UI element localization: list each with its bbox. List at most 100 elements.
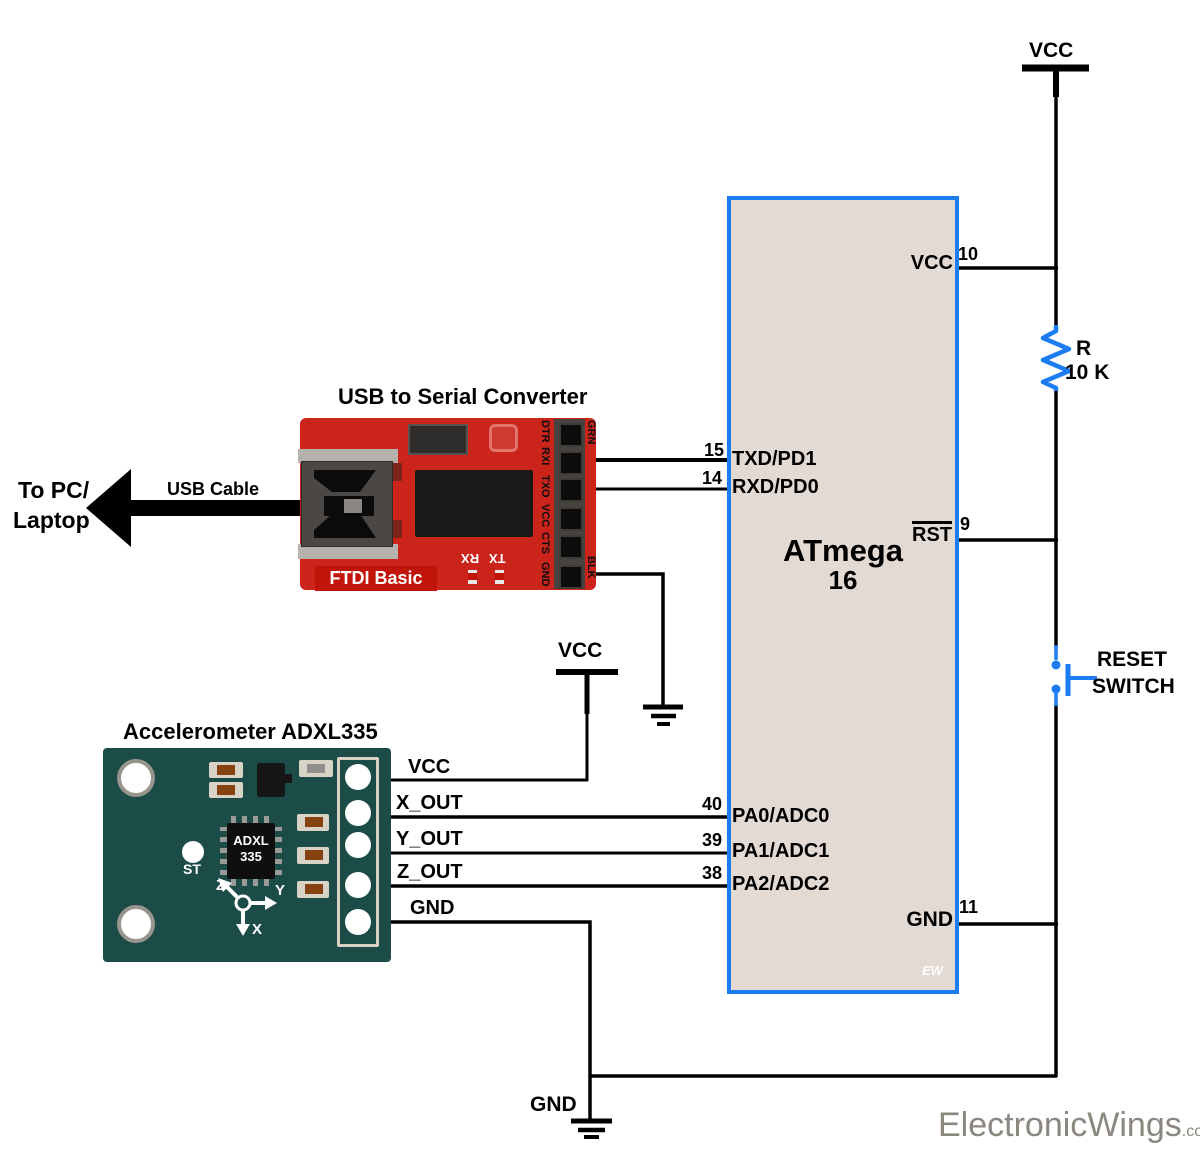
silk-tx-label: TX: [489, 551, 506, 566]
silk-rx-pad: [468, 570, 477, 584]
to-pc-line2: Laptop: [13, 507, 90, 533]
ftdi-pin-label-dtr: DTR: [539, 420, 551, 443]
atmega-pin-rst: RST: [900, 521, 952, 547]
watermark-main: ElectronicWings: [938, 1106, 1182, 1144]
gnd-bottom-label: GND: [530, 1093, 577, 1116]
ftdi-pin-rxi: [559, 451, 583, 475]
wire-acc-gnd: [391, 920, 592, 1121]
acc-pin-hole-gnd: [345, 909, 371, 935]
smd-component-gray: [299, 760, 333, 777]
ftdi-wire-label-blk: BLK: [585, 556, 597, 579]
axis-z-label: Z: [216, 877, 226, 894]
acc-pin-label-gnd: GND: [410, 897, 455, 919]
reset-switch-label-2: SWITCH: [1092, 675, 1175, 698]
accelerometer-title: Accelerometer ADXL335: [123, 719, 378, 744]
silk-tx-pad: [495, 570, 504, 584]
ftdi-pin-gnd: [559, 565, 583, 589]
pin-number-10: 10: [958, 244, 979, 264]
wire-ftdi-gnd: [584, 572, 665, 706]
mini-usb-connector: [301, 461, 393, 547]
axis-x-label: X: [252, 921, 263, 938]
pin-number-39: 39: [701, 830, 722, 850]
pin-number-40: 40: [701, 794, 722, 814]
ftdi-pin-vcc: [559, 507, 583, 531]
to-pc-line1: To PC/: [18, 477, 90, 503]
atmega-pin-pa2: PA2/ADC2: [732, 873, 830, 895]
ftdi-title: USB to Serial Converter: [338, 384, 588, 409]
smd-component: [209, 782, 243, 798]
acc-pin-hole-xout: [345, 800, 371, 826]
ftdi-chip: [415, 470, 533, 537]
acc-pin-hole-zout: [345, 872, 371, 898]
ew-watermark: EW: [922, 963, 943, 978]
atmega-name: ATmega: [782, 533, 903, 568]
pin-number-9: 9: [960, 514, 971, 534]
ground-symbol-bottom: [571, 1118, 612, 1139]
pin-number-38: 38: [701, 863, 722, 883]
rst-overline-text: RST: [912, 521, 952, 546]
chip-pins-top: [231, 816, 271, 823]
st-pad: [182, 841, 204, 863]
acc-pin-label-zout: Z_OUT: [397, 861, 463, 883]
ftdi-pad-top: [298, 449, 398, 463]
ftdi-header-strip: [554, 419, 585, 589]
ground-symbol-mid: [643, 704, 683, 726]
vcc-symbol-top: [1022, 64, 1089, 97]
smd-component: [297, 881, 329, 898]
acc-pin-hole-yout: [345, 832, 371, 858]
mounting-hole-top: [117, 759, 155, 797]
acc-pin-label-yout: Y_OUT: [396, 828, 463, 850]
ftdi-solder-tab-top: [390, 463, 402, 481]
ftdi-pin-txo: [559, 478, 583, 502]
ftdi-pin-cts: [559, 535, 583, 559]
reset-switch-symbol: [1051, 645, 1097, 706]
ftdi-component: [408, 424, 468, 455]
chip-label-line2: 335: [240, 849, 262, 865]
smd-component: [209, 762, 243, 778]
ftdi-wire-label-grn: GRN: [585, 420, 597, 445]
axis-indicator: [218, 878, 277, 936]
ftdi-pin-label-gnd: GND: [539, 562, 551, 587]
ftdi-pin-label-rxi: RXI: [539, 447, 551, 466]
acc-connector-strip: [337, 757, 379, 947]
resistor-ref-label: R: [1076, 337, 1092, 360]
atmega-pin-txd: TXD/PD1: [732, 448, 817, 470]
mounting-hole-bottom: [117, 905, 155, 943]
pin-number-11: 11: [959, 897, 979, 917]
acc-pin-hole-vcc: [345, 764, 371, 790]
chip-pins-bottom: [231, 879, 271, 886]
ftdi-pin-label-cts: CTS: [539, 532, 551, 554]
resistor-value-label: 10 K: [1065, 361, 1110, 384]
ftdi-pin-label-txo: TXO: [539, 475, 551, 498]
silk-rx-label: RX: [461, 551, 480, 566]
ftdi-basic-banner: FTDI Basic: [315, 566, 437, 591]
pin-number-15: 15: [703, 440, 724, 460]
atmega-block: [727, 196, 959, 994]
axis-y-label: Y: [275, 882, 286, 899]
chip-label-line1: ADXL: [233, 833, 269, 848]
transistor-lead: [284, 774, 292, 783]
atmega-pin-vcc: VCC: [910, 252, 953, 274]
smd-component: [297, 814, 329, 831]
ftdi-solder-tab-bottom: [390, 520, 402, 538]
chip-pins-right: [275, 827, 282, 875]
vcc-mid-label: VCC: [558, 639, 603, 662]
st-label: ST: [183, 861, 201, 877]
watermark-suffix: .com: [1181, 1123, 1200, 1140]
atmega-pin-pa1: PA1/ADC1: [732, 840, 830, 862]
adxl335-chip: ADXL 335: [227, 823, 275, 879]
pin-number-14: 14: [701, 468, 722, 488]
resistor-symbol: [1040, 325, 1072, 391]
atmega-pin-gnd: GND: [906, 908, 953, 931]
smd-component: [297, 847, 329, 864]
reset-switch-label-1: RESET: [1097, 648, 1168, 671]
acc-pin-label-xout: X_OUT: [396, 792, 463, 814]
ftdi-pin-label-vcc: VCC: [539, 504, 551, 528]
vcc-top-label: VCC: [1029, 39, 1074, 62]
chip-pins-left: [220, 827, 227, 875]
vcc-symbol-mid: [556, 669, 618, 781]
acc-pin-label-vcc: VCC: [408, 756, 451, 778]
atmega-pin-rxd: RXD/PD0: [732, 476, 819, 498]
ftdi-led: [489, 424, 518, 452]
